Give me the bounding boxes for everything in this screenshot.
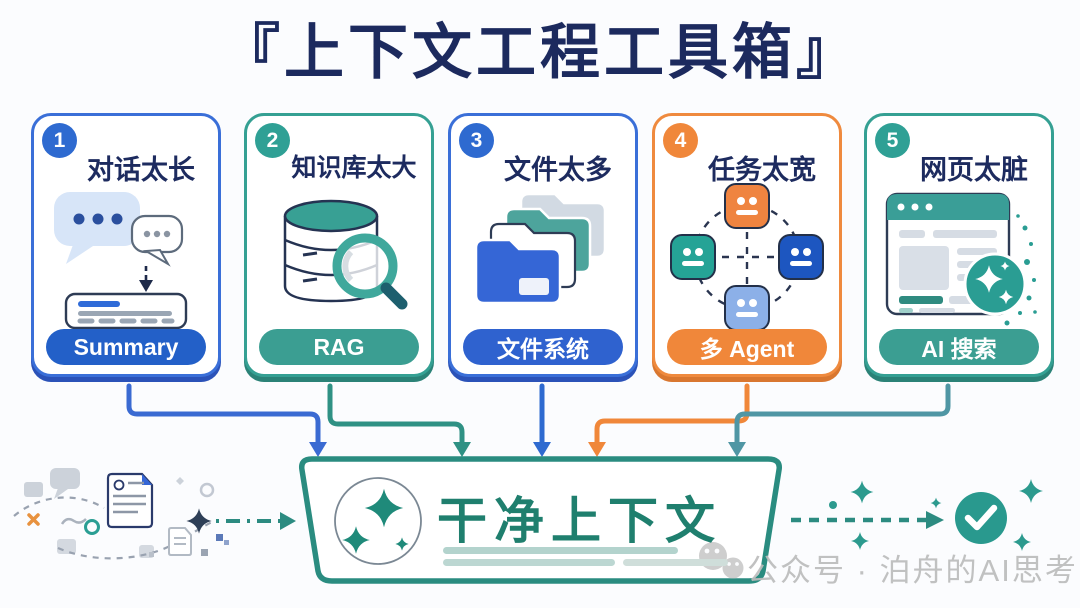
card-knowledge-base-too-big: 2 知识库太大 RAG bbox=[244, 113, 434, 377]
web-ai-search-icon bbox=[885, 192, 1037, 326]
card-badge-ai-search: AI 搜索 bbox=[879, 329, 1039, 365]
sparkle-decor bbox=[829, 479, 1043, 551]
connector-arrow-5 bbox=[728, 383, 951, 457]
card-title: 对话太长 bbox=[87, 155, 195, 185]
page-title: 『上下文工程工具箱』 bbox=[220, 19, 860, 86]
small-document-icon bbox=[168, 527, 192, 556]
card-badge-file-system: 文件系统 bbox=[463, 329, 623, 365]
card-number-badge: 3 bbox=[459, 123, 494, 158]
card-badge-rag: RAG bbox=[259, 329, 419, 365]
connector-arrow-3 bbox=[533, 383, 551, 457]
watermark-text: 公众号 · 泊舟的AI思考 bbox=[747, 553, 1078, 588]
card-number-badge: 5 bbox=[875, 123, 910, 158]
clean-output-arrow bbox=[791, 511, 944, 529]
connector-arrow-2 bbox=[327, 383, 471, 457]
input-arrow bbox=[216, 512, 296, 530]
card-number-badge: 2 bbox=[255, 123, 290, 158]
card-badge-summary: Summary bbox=[46, 329, 206, 365]
connector-arrow-1 bbox=[126, 383, 327, 457]
card-number-badge: 1 bbox=[42, 123, 77, 158]
card-title: 知识库太大 bbox=[291, 154, 417, 182]
card-badge-multi-agent: 多 Agent bbox=[667, 329, 827, 365]
card-title: 网页太脏 bbox=[920, 155, 1028, 185]
file-folders-icon bbox=[474, 192, 607, 305]
chat-summary-icon bbox=[54, 192, 188, 330]
card-title: 文件太多 bbox=[504, 155, 612, 185]
document-icon bbox=[106, 472, 154, 529]
card-title: 任务太宽 bbox=[708, 155, 816, 185]
result-box-label: 干净上下文 bbox=[437, 493, 722, 549]
check-icon bbox=[955, 492, 1007, 544]
connector-arrow-4 bbox=[588, 383, 750, 457]
messy-context-decor bbox=[13, 468, 296, 560]
result-box-underline bbox=[443, 547, 678, 554]
card-too-many-files: 3 文件太多 文件系统 bbox=[448, 113, 638, 377]
card-web-too-dirty: 5 网页太脏 bbox=[864, 113, 1054, 377]
spark-star-icon bbox=[186, 508, 212, 534]
result-box-underline bbox=[623, 559, 728, 566]
multi-agent-icon bbox=[670, 183, 824, 331]
card-task-too-wide: 4 任务太宽 多 Agent bbox=[652, 113, 842, 377]
result-box-underline bbox=[443, 559, 615, 566]
database-search-icon bbox=[283, 199, 408, 310]
card-number-badge: 4 bbox=[663, 123, 698, 158]
card-conversation-too-long: 1 对话太长 Summary bbox=[31, 113, 221, 377]
sparkles-icon bbox=[334, 477, 422, 565]
